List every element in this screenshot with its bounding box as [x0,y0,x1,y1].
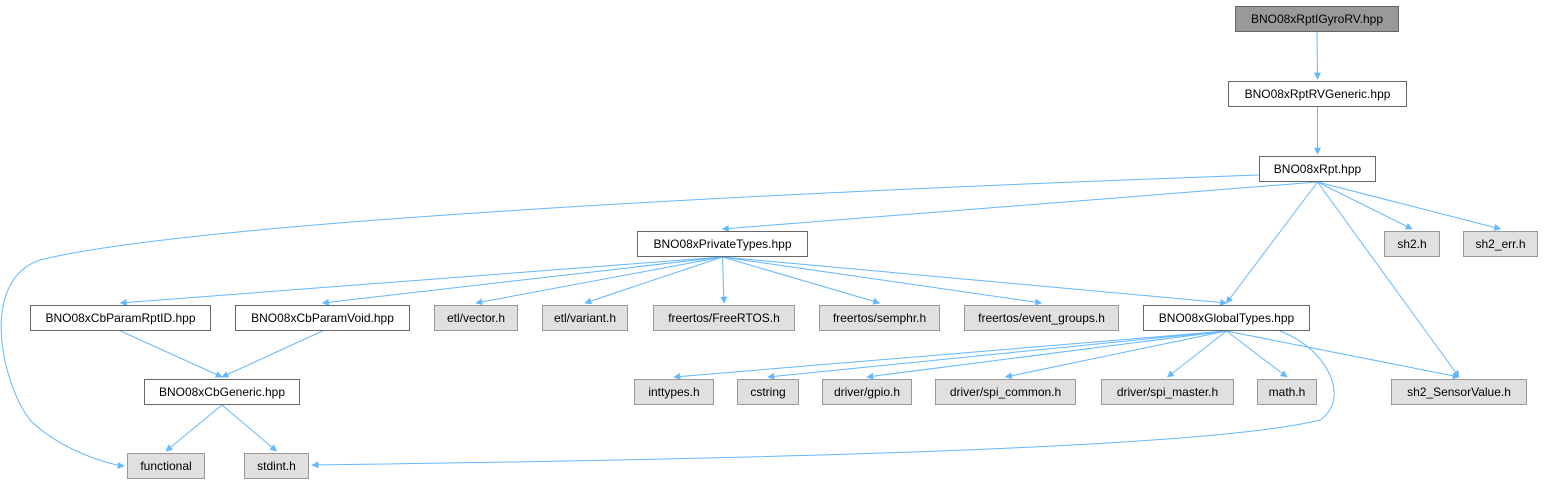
node-driver-spi-common-h: driver/spi_common.h [935,379,1076,405]
node-label: BNO08xCbGeneric.hpp [158,385,286,399]
node-driver-spi-master-h: driver/spi_master.h [1101,379,1234,405]
node-sh2-err-h: sh2_err.h [1463,231,1538,257]
node-label: BNO08xRpt.hpp [1273,162,1362,176]
node-label: math.h [1268,385,1306,399]
edge-private-to-semphr [722,256,881,305]
node-bno08xprivatetypes-hpp[interactable]: BNO08xPrivateTypes.hpp [637,231,808,257]
node-bno08xrptrvgeneric-hpp[interactable]: BNO08xRptRVGeneric.hpp [1228,81,1407,107]
node-freertos-semphr-h: freertos/semphr.h [819,305,940,331]
node-label: etl/vector.h [446,311,506,325]
node-label: BNO08xCbParamRptID.hpp [45,311,196,325]
node-label: driver/spi_master.h [1116,385,1219,399]
edge-globaltypes-to-gpio [866,330,1227,380]
edge-cbgeneric-to-stdint [221,404,278,452]
edge-private-to-eventgroups [722,256,1043,306]
node-math-h: math.h [1257,379,1317,405]
edge-rpt-to-sensorvalue [1317,181,1460,378]
node-label: inttypes.h [648,385,700,399]
node-sh2-h: sh2.h [1384,231,1440,257]
edge-rpt-to-sh2err [1317,181,1502,231]
node-stdint-h: stdint.h [244,453,309,479]
edge-cbvoid-to-cbgeneric [221,330,323,378]
edge-rptgyro-to-rvgeneric [1313,31,1321,80]
edge-private-to-cbrptid [119,256,723,307]
node-label: etl/variant.h [553,311,617,325]
edge-private-to-globaltypes [722,256,1228,306]
edge-cbrptid-to-cbgeneric [120,330,223,378]
node-label: BNO08xPrivateTypes.hpp [653,237,792,251]
node-bno08xcbgeneric-hpp[interactable]: BNO08xCbGeneric.hpp [144,379,300,405]
edge-globaltypes-to-stdint [311,330,1335,469]
node-bno08xglobaltypes-hpp[interactable]: BNO08xGlobalTypes.hpp [1143,305,1310,331]
node-freertos-freertos-h: freertos/FreeRTOS.h [653,305,795,331]
node-label: freertos/event_groups.h [978,311,1105,325]
edge-rpt-to-globaltypes [1226,181,1318,304]
node-inttypes-h: inttypes.h [634,379,714,405]
node-label: sh2.h [1397,237,1427,251]
node-etl-variant-h: etl/variant.h [542,305,628,331]
node-bno08xcbparamrptid-hpp[interactable]: BNO08xCbParamRptID.hpp [30,305,211,331]
edge-globaltypes-to-math [1226,330,1288,378]
edge-globaltypes-to-spicommon [1004,330,1227,380]
edge-cbgeneric-to-functional [165,404,223,452]
node-label: cstring [750,385,786,399]
node-label: functional [140,459,192,473]
node-label: BNO08xRptIGyroRV.hpp [1250,12,1384,26]
node-label: BNO08xCbParamVoid.hpp [251,311,394,325]
node-label: sh2_err.h [1475,237,1526,251]
edge-globaltypes-to-sensorvalue [1226,330,1460,380]
node-bno08xcbparamvoid-hpp[interactable]: BNO08xCbParamVoid.hpp [235,305,410,331]
node-label: BNO08xRptRVGeneric.hpp [1244,87,1391,101]
edge-private-to-freertos [720,256,728,304]
edge-rpt-to-sh2 [1317,181,1413,230]
edge-globaltypes-to-cstring [767,330,1227,380]
edge-globaltypes-to-inttypes [673,330,1227,380]
node-bno08xrpt-hpp[interactable]: BNO08xRpt.hpp [1259,156,1376,182]
edge-private-to-etlvariant [584,256,723,305]
edge-rpt-to-private [721,181,1318,232]
node-label: freertos/semphr.h [832,311,927,325]
node-bno08xrptigyrorv-hpp[interactable]: BNO08xRptIGyroRV.hpp [1235,6,1399,32]
node-driver-gpio-h: driver/gpio.h [822,379,912,405]
node-freertos-event-groups-h: freertos/event_groups.h [964,305,1119,331]
edge-private-to-etlvector [475,256,723,306]
node-cstring: cstring [737,379,799,405]
edge-rpt-to-functional [0,174,1260,470]
node-label: BNO08xGlobalTypes.hpp [1158,311,1295,325]
node-etl-vector-h: etl/vector.h [434,305,518,331]
node-label: stdint.h [257,459,296,473]
node-functional: functional [127,453,205,479]
node-label: driver/spi_common.h [949,385,1062,399]
edge-globaltypes-to-spimaster [1166,330,1227,378]
node-label: sh2_SensorValue.h [1407,385,1511,399]
edge-private-to-cbvoid [321,256,723,306]
node-sh2-sensorvalue-h: sh2_SensorValue.h [1391,379,1527,405]
node-label: freertos/FreeRTOS.h [668,311,780,325]
node-label: driver/gpio.h [833,385,901,399]
